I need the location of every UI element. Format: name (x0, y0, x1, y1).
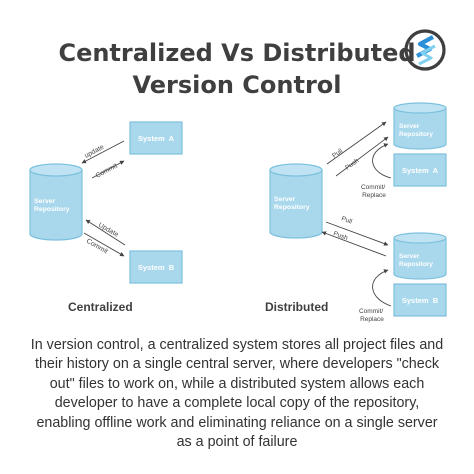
svg-text:Commit/ Replace: Commit/ Replace (359, 308, 385, 323)
distributed-push-arrow-bottom (321, 231, 387, 257)
page-title-line-1: Centralized Vs Distributed (58, 39, 416, 67)
centralized-commit-arrow-b (83, 232, 125, 257)
top-repo-label-2: Repository (399, 131, 433, 138)
distributed-bottom-repo-cylinder: Server Repository (393, 232, 447, 280)
stacked-s-logo-icon (404, 29, 446, 71)
distributed-section: Server Repository Server Repository Syst… (265, 102, 447, 323)
bottom-repo-label-2: Repository (399, 261, 433, 268)
distributed-push-arrow-top (335, 136, 389, 177)
commit-replace-top-2: Replace (362, 192, 386, 199)
caption-paragraph: In version control, a centralized system… (30, 337, 444, 451)
svg-text:Server Repository: Server Repository (34, 198, 70, 213)
commit-replace-bottom-2: Replace (360, 316, 384, 323)
centralized-system-b-box: System B (129, 250, 183, 284)
distributed-heading: Distributed (265, 300, 328, 314)
centralized-server-label-2: Repository (34, 206, 70, 213)
centralized-update-label-b: Update (97, 222, 120, 239)
centralized-section: Server Repository System A System B upda… (29, 121, 183, 314)
centralized-update-arrow-a (81, 140, 125, 164)
svg-text:Commit/ Replace: Commit/ Replace (361, 184, 387, 199)
commit-replace-arrow-top (372, 143, 392, 179)
centralized-system-a-label: System A (138, 134, 175, 143)
distributed-push-label-bottom: Push (332, 230, 349, 242)
distributed-pull-label-bottom: Pull (340, 215, 353, 225)
centralized-system-b-label: System B (138, 263, 175, 272)
distributed-system-a-label: System A (402, 166, 439, 175)
bottom-repo-label-1: Server (399, 253, 420, 260)
page-title-line-2: Version Control (132, 71, 342, 99)
svg-text:Server Repository: Server Repository (274, 196, 310, 211)
centralized-server-cylinder: Server Repository (29, 163, 83, 241)
centralized-update-label-a: update (84, 144, 106, 160)
distributed-pull-arrow-bottom (325, 221, 389, 246)
distributed-server-label-2: Repository (274, 204, 310, 211)
centralized-commit-arrow-a (91, 160, 125, 179)
distributed-server-label-1: Server (274, 196, 296, 203)
centralized-heading: Centralized (68, 300, 133, 314)
commit-replace-top-1: Commit/ (361, 184, 385, 191)
centralized-system-a-box: System A (129, 121, 183, 155)
top-repo-label-1: Server (399, 123, 420, 130)
distributed-pull-arrow-top (326, 121, 387, 165)
distributed-system-a-box: System A (393, 153, 447, 187)
distributed-top-repo-cylinder: Server Repository (393, 102, 447, 150)
distributed-server-cylinder: Server Repository (269, 163, 323, 239)
centralized-server-label-1: Server (34, 198, 56, 205)
centralized-update-arrow-b (85, 219, 126, 246)
distributed-pull-label-top: Pull (331, 147, 344, 159)
distributed-system-b-label: System B (402, 296, 439, 305)
svg-text:Server Repository: Server Repository (399, 123, 433, 138)
centralized-commit-label-a: Commit (95, 163, 119, 180)
svg-text:Server Repository: Server Repository (399, 253, 433, 268)
commit-replace-arrow-bottom (372, 269, 392, 307)
commit-replace-bottom-1: Commit/ (359, 308, 383, 315)
distributed-system-b-box: System B (393, 283, 447, 317)
